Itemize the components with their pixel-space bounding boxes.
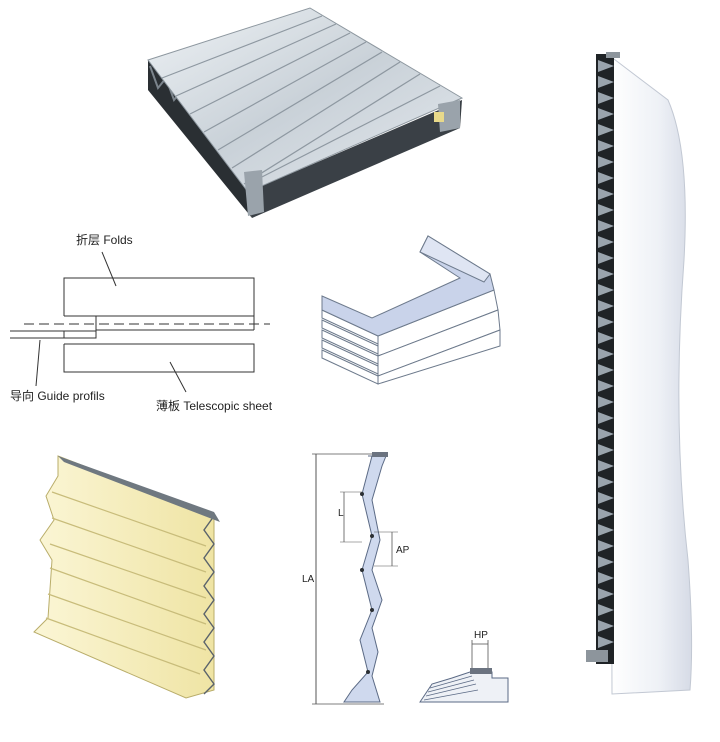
bellows-pleat — [598, 460, 614, 472]
bellows-pleat — [598, 396, 614, 408]
dim-label-la: LA — [302, 574, 315, 585]
bellows-pleat — [598, 588, 614, 600]
bellows-pleat — [598, 524, 614, 536]
bellows-pleat — [598, 252, 614, 264]
vertical-bellows-photo — [586, 52, 693, 695]
bellows-pleat — [598, 636, 614, 648]
bellows-pleat — [598, 156, 614, 168]
dim-label-ap: AP — [396, 545, 410, 556]
compressed-bellows-diagram — [419, 640, 509, 703]
bellows-pleat — [598, 476, 614, 488]
bellows-pleat — [598, 236, 614, 248]
bellows-pleat — [598, 300, 614, 312]
telescopic-cover-photo — [147, 7, 464, 218]
bellows-pleat — [598, 268, 614, 280]
bellows-pleat — [598, 204, 614, 216]
bellows-pleat — [598, 188, 614, 200]
bellows-pleat — [598, 540, 614, 552]
bellows-pleat — [598, 316, 614, 328]
bellows-pleat — [598, 492, 614, 504]
bellows-pleat — [598, 76, 614, 88]
dim-label-l: L — [338, 508, 344, 519]
dim-label-hp: HP — [474, 630, 488, 641]
bellows-pleat — [598, 364, 614, 376]
bellows-pleat — [598, 332, 614, 344]
label-guide-profiles: 导向 Guide profils — [10, 388, 105, 403]
bellows-pleat — [598, 348, 614, 360]
cross-section-schematic — [10, 251, 270, 393]
fold-dimension-diagram — [312, 452, 398, 705]
bellows-pleat — [598, 604, 614, 616]
bellows-pleat — [598, 220, 614, 232]
bellows-pleat — [598, 60, 614, 72]
bellows-pleat — [598, 412, 614, 424]
bellows-pleat — [598, 108, 614, 120]
bellows-pleat — [598, 556, 614, 568]
bellows-pleat — [598, 92, 614, 104]
label-folds: 折层 Folds — [76, 232, 133, 247]
bellows-pleat — [598, 508, 614, 520]
label-telescopic-sheet: 薄板 Telescopic sheet — [156, 398, 273, 413]
bellows-pleat — [598, 140, 614, 152]
bellows-pleat — [598, 620, 614, 632]
bellows-pleat — [598, 284, 614, 296]
bellows-pleat — [598, 444, 614, 456]
bellows-pleat — [598, 380, 614, 392]
bellows-pleat — [598, 172, 614, 184]
cream-bellows-illustration — [33, 455, 220, 699]
bellows-pleat — [598, 124, 614, 136]
bellows-pleat — [598, 572, 614, 584]
bellows-pleat — [598, 428, 614, 440]
u-bellows-illustration — [321, 235, 501, 385]
